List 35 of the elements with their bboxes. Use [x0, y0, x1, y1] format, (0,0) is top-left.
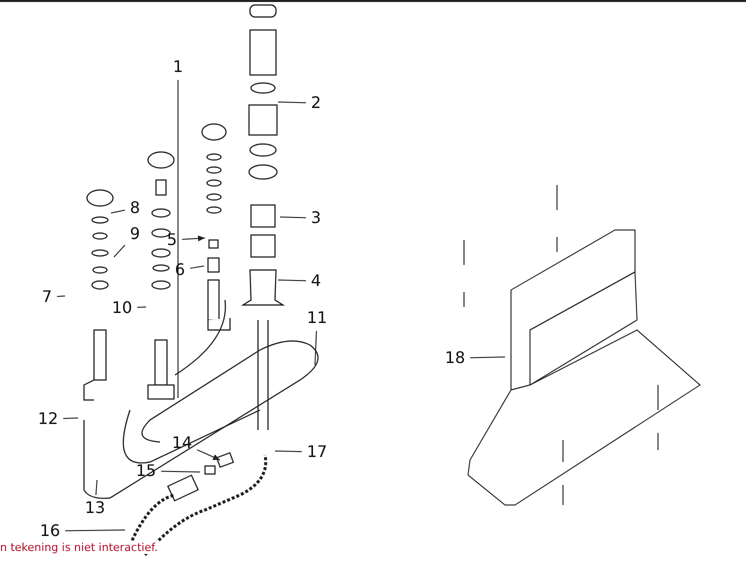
leader-line [278, 102, 306, 104]
leader-line [114, 244, 126, 258]
callout-number: 14 [172, 434, 192, 452]
leader-line [110, 210, 126, 214]
callout-number: 11 [306, 309, 328, 327]
callout-number: 13 [84, 499, 106, 517]
leader-line [280, 216, 306, 218]
callout-number: 1 [172, 58, 184, 76]
leader-line [95, 480, 98, 496]
callout-number: 10 [112, 299, 132, 317]
callout-number: 9 [130, 225, 140, 243]
leader-line [274, 450, 302, 452]
callout-number: 17 [306, 443, 328, 461]
leader-line [278, 280, 306, 282]
callout-number: 16 [40, 522, 60, 540]
callout-number: 2 [310, 94, 322, 112]
leader-line [160, 470, 200, 472]
leader-line [136, 306, 146, 308]
leader-line [314, 330, 317, 366]
callout-number: 3 [310, 209, 322, 227]
callout-number: 7 [42, 288, 52, 306]
leader-line [190, 266, 204, 269]
leader-line [56, 296, 66, 297]
callout-number: 4 [310, 272, 322, 290]
leader-line [62, 418, 78, 419]
leader-arrow [196, 449, 220, 460]
leader-line [64, 530, 126, 532]
callout-number: 12 [38, 410, 58, 428]
callout-number: 8 [130, 199, 140, 217]
callout-number: 5 [166, 231, 178, 249]
leader-arrow [182, 235, 206, 242]
note-text: n tekening is niet interactief. [0, 541, 158, 554]
leader-line [470, 356, 506, 358]
callout-number: 18 [444, 349, 466, 367]
callout-number: 15 [136, 462, 156, 480]
